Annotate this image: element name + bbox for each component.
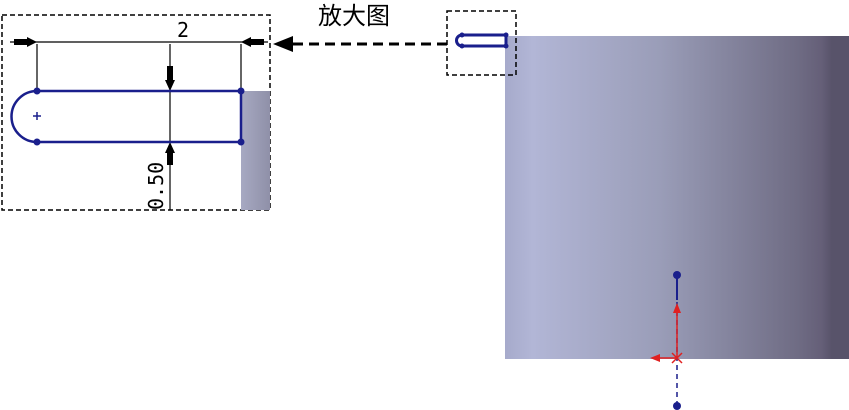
- slot-vertex[interactable]: [237, 87, 245, 95]
- enlarged-view-frame: [1, 14, 271, 211]
- sketch-endpoint-bottom[interactable]: [673, 402, 681, 410]
- slot-vertex[interactable]: [237, 138, 245, 146]
- callout-arrowhead: [273, 36, 293, 52]
- enlarged-slot-sketch[interactable]: [10, 87, 245, 146]
- enlarged-cylinder-edge: [241, 91, 270, 210]
- width-dimension-value[interactable]: 2: [177, 18, 189, 42]
- sketch-endpoint-top[interactable]: [673, 271, 681, 279]
- origin-axes: [650, 303, 683, 364]
- width-dimension[interactable]: 2: [10, 18, 268, 91]
- callout-label: 放大图: [318, 2, 390, 30]
- height-dimension-value[interactable]: 0.50: [144, 162, 168, 210]
- arc-center-mark: [33, 112, 41, 120]
- slot-vertex[interactable]: [33, 87, 41, 95]
- small-slot-sketch[interactable]: [455, 32, 509, 49]
- slot-vertex[interactable]: [33, 138, 41, 146]
- height-dimension[interactable]: 0.50: [144, 44, 175, 210]
